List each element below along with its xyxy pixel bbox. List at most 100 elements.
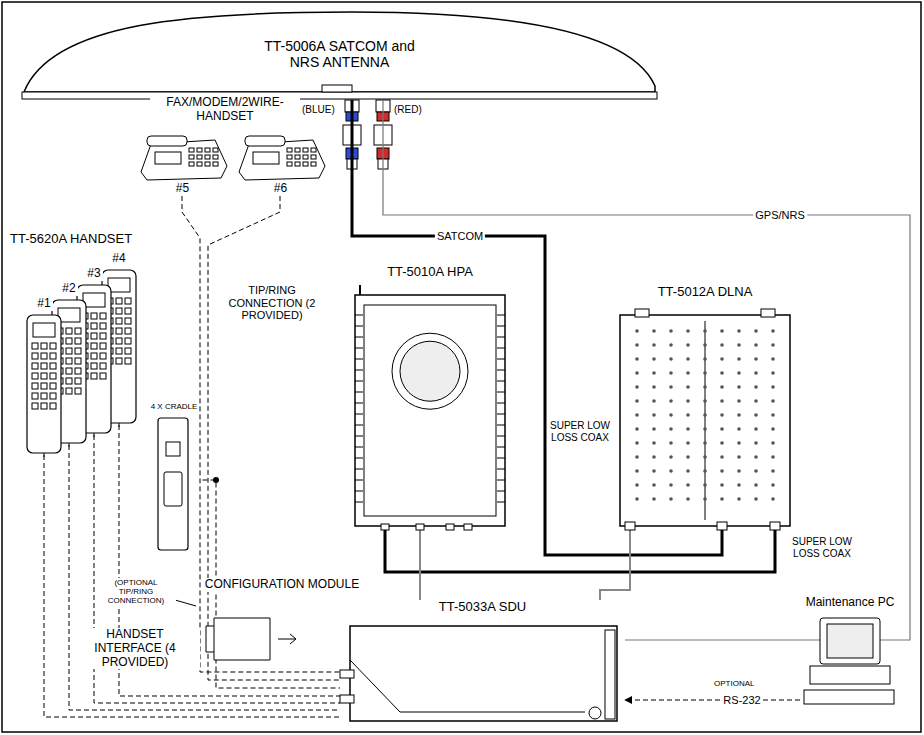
drawing-part <box>206 618 270 660</box>
leader-line <box>175 600 196 606</box>
drawing-part <box>754 385 758 389</box>
drawing-part <box>720 399 724 403</box>
drawing-part <box>189 162 194 166</box>
drawing-part <box>41 363 47 369</box>
drawing-part <box>350 660 585 712</box>
drawing-part <box>737 357 741 361</box>
drawing-part <box>686 469 690 473</box>
drawing-part <box>705 321 706 520</box>
drawing-part <box>400 341 460 401</box>
drawing-part <box>635 343 639 347</box>
drawing-part <box>205 162 210 166</box>
drawing-part <box>605 630 615 719</box>
drawing-part <box>669 399 673 403</box>
drawing-part <box>213 148 218 152</box>
drawing-part <box>737 343 741 347</box>
drawing-part <box>100 353 106 359</box>
drawing-part <box>669 427 673 431</box>
drawing-part <box>189 155 194 159</box>
drawing-part <box>771 441 775 445</box>
component-label: #4 <box>110 252 127 266</box>
drawing-part <box>652 343 656 347</box>
drawing-part <box>635 329 639 333</box>
drawing-part <box>810 666 890 684</box>
drawing-part <box>669 413 673 417</box>
drawing-part <box>197 162 202 166</box>
component-drawing <box>615 285 795 530</box>
drawing-part <box>355 315 363 316</box>
drawing-part <box>24 12 655 92</box>
drawing-part <box>50 393 56 399</box>
drawing-part <box>287 148 292 152</box>
drawing-part <box>107 358 113 364</box>
drawing-part <box>355 359 363 360</box>
drawing-part <box>771 371 775 375</box>
drawing-part <box>91 373 97 379</box>
drawing-part <box>82 333 88 339</box>
cable-connector <box>419 530 421 600</box>
cable-connector <box>182 196 340 672</box>
drawing-part <box>116 348 122 354</box>
component-box: TT-5033A SDU <box>340 600 625 725</box>
drawing-part <box>322 85 352 92</box>
drawing-part <box>355 491 363 492</box>
drawing-part <box>83 293 105 307</box>
part-label: FAX/MODEM/2WIRE- HANDSET <box>150 96 300 124</box>
drawing-part <box>355 480 363 481</box>
cable-connector <box>600 530 630 600</box>
drawing-part <box>125 328 131 334</box>
drawing-part <box>635 371 639 375</box>
drawing-part <box>464 524 472 530</box>
drawing-part <box>107 348 113 354</box>
drawing-part <box>213 162 218 166</box>
drawing-part <box>703 399 707 403</box>
drawing-part <box>295 162 300 166</box>
drawing-part <box>771 497 775 501</box>
component-box: TT-5012A DLNA <box>615 285 795 530</box>
drawing-part <box>652 329 656 333</box>
drawing-part <box>355 348 363 349</box>
component-drawing <box>800 596 900 714</box>
drawing-part <box>669 385 673 389</box>
drawing-part <box>27 315 61 453</box>
drawing-part <box>771 427 775 431</box>
drawing-part <box>108 278 130 292</box>
signal-label: RS-232 <box>721 694 762 707</box>
drawing-part <box>720 441 724 445</box>
drawing-part <box>94 433 95 437</box>
drawing-part <box>355 469 363 470</box>
drawing-part <box>497 491 505 492</box>
drawing-part <box>75 388 81 394</box>
drawing-part <box>75 348 81 354</box>
drawing-part <box>652 441 656 445</box>
drawing-part <box>635 309 649 317</box>
drawing-part <box>737 441 741 445</box>
drawing-part <box>737 427 741 431</box>
drawing-part <box>771 357 775 361</box>
drawing-part <box>497 414 505 415</box>
drawing-part <box>107 328 113 334</box>
drawing-part <box>497 381 505 382</box>
drawing-part <box>116 298 122 304</box>
drawing-part <box>287 155 292 159</box>
component-drawing <box>25 297 63 455</box>
drawing-part <box>359 285 361 295</box>
component-box: Maintenance PC <box>800 596 900 714</box>
drawing-part <box>116 358 122 364</box>
drawing-part <box>116 338 122 344</box>
drawing-part <box>497 326 505 327</box>
drawing-part <box>497 359 505 360</box>
drawing-part <box>635 427 639 431</box>
drawing-part <box>32 403 38 409</box>
drawing-part <box>57 348 63 354</box>
drawing-part <box>635 469 639 473</box>
drawing-part <box>41 403 47 409</box>
drawing-part <box>669 497 673 501</box>
drawing-part <box>102 270 136 423</box>
drawing-part <box>107 298 113 304</box>
drawing-part <box>355 295 505 526</box>
drawing-part <box>107 318 113 324</box>
drawing-part <box>278 634 296 644</box>
drawing-part <box>737 483 741 487</box>
drawing-part <box>41 393 47 399</box>
